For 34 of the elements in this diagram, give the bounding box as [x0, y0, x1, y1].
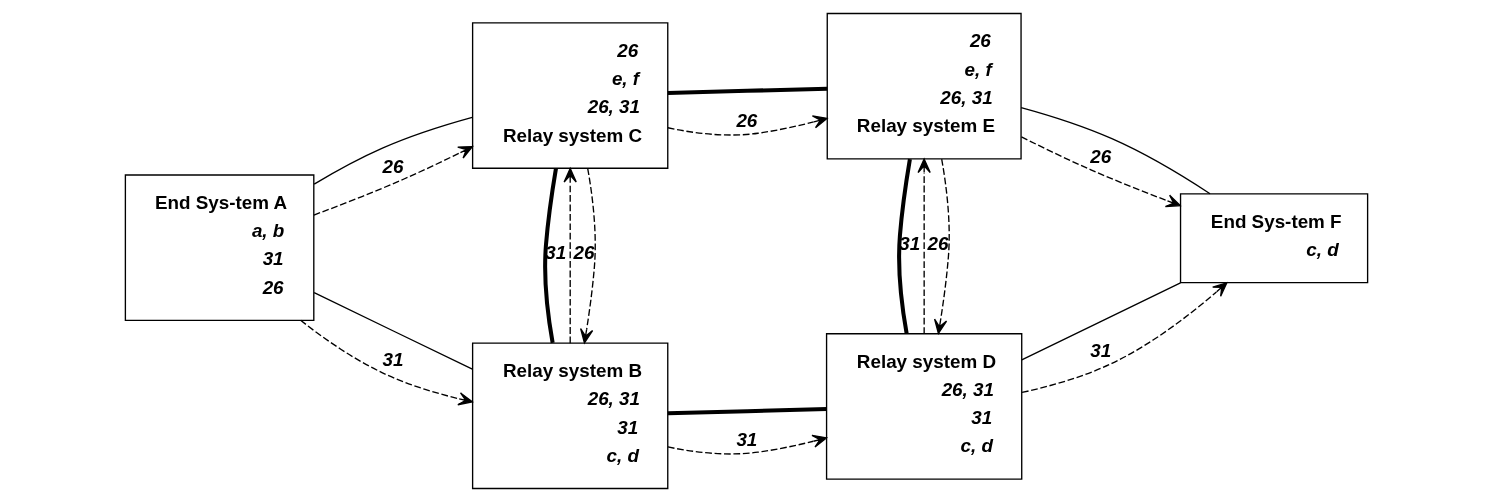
edge-label: 26 [1090, 146, 1112, 168]
arrow [579, 167, 596, 344]
connector [313, 116, 473, 185]
connector [1021, 282, 1182, 361]
arrow [667, 115, 828, 136]
edge-label: 31 [545, 242, 567, 264]
arrow [299, 319, 473, 406]
arrow [1020, 136, 1181, 208]
node-box: Relay system D 26, 31 31 c, d [825, 333, 1023, 480]
arrow [313, 145, 474, 216]
edge-label: 26 [573, 242, 595, 264]
connector [667, 407, 827, 416]
edge-label: 26 [382, 155, 404, 177]
edge-label: 31 [1090, 339, 1112, 361]
connector [897, 158, 912, 334]
arrow [933, 158, 950, 335]
connector [667, 86, 828, 95]
node-box: End Sys-tem F c, d [1179, 193, 1369, 284]
edge-label: 31 [899, 232, 921, 254]
node-box: 26 e, f 26, 31 Relay system E [826, 12, 1022, 160]
connector [543, 168, 558, 344]
edge-label: 31 [382, 349, 404, 371]
node-box: Relay system B 26, 31 31 c, d [471, 342, 669, 490]
connector [313, 292, 473, 370]
edge-label: 26 [736, 109, 758, 131]
arrow [563, 167, 577, 344]
arrow [667, 434, 828, 455]
node-box: End Sys-tem A a, b 31 26 [124, 174, 315, 321]
arrow [1021, 282, 1228, 394]
arrow [917, 158, 931, 335]
connector [1020, 106, 1211, 195]
edge-label: 31 [736, 428, 758, 450]
node-box: 26 e, f 26, 31 Relay system C [471, 22, 669, 169]
edge-label: 26 [927, 232, 949, 254]
